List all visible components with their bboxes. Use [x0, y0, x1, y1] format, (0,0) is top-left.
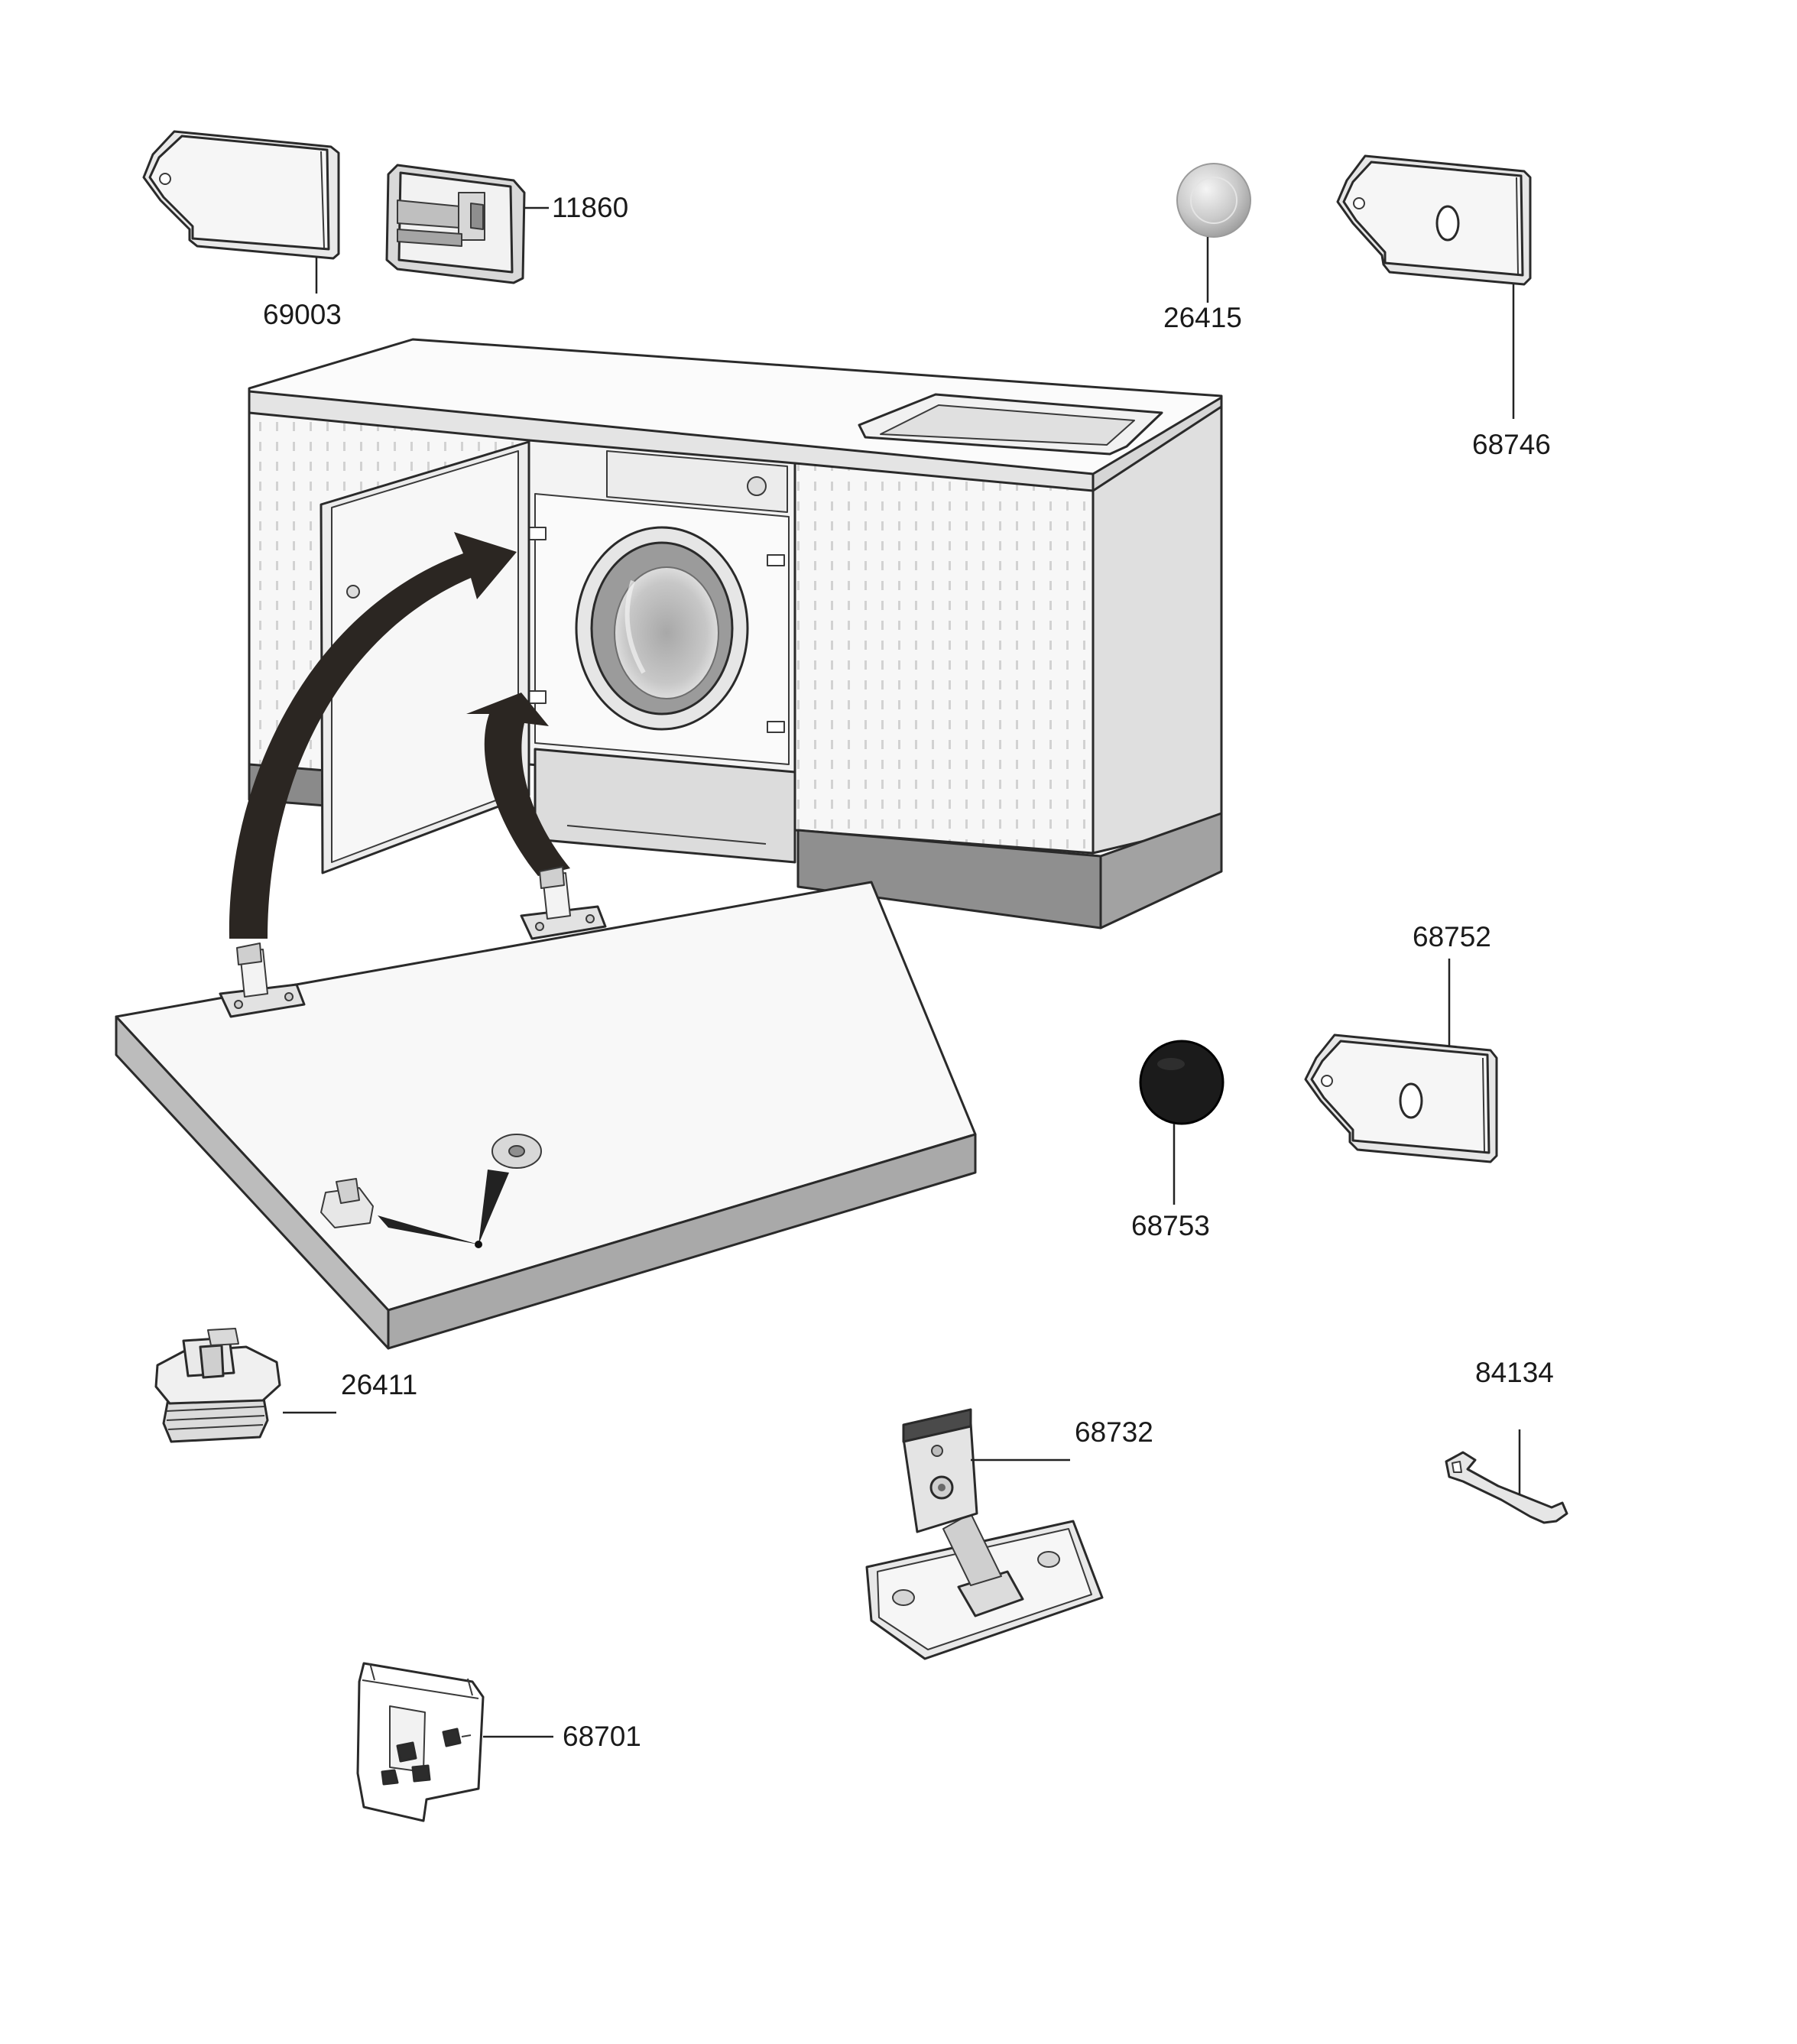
part-84134-wrench [1445, 1451, 1568, 1524]
label-68701: 68701 [563, 1721, 641, 1752]
part-26415-disc [1176, 163, 1251, 238]
label-26411: 26411 [341, 1369, 417, 1400]
label-11860: 11860 [552, 192, 628, 223]
label-26415: 26415 [1163, 302, 1242, 333]
label-68732: 68732 [1075, 1416, 1153, 1448]
door-panel [115, 866, 977, 1350]
part-68752-panel [1304, 1033, 1498, 1163]
part-68753-cap [1139, 1040, 1224, 1125]
part-68701-screw-bag [356, 1662, 485, 1822]
label-68753: 68753 [1131, 1210, 1210, 1241]
part-69003-panel [142, 130, 340, 260]
part-68732-hinge [865, 1408, 1104, 1660]
part-26411-plug [154, 1328, 281, 1443]
cabinet-with-washer [248, 338, 1223, 930]
part-68746-panel [1336, 154, 1532, 286]
curved-arrow-small [466, 693, 570, 876]
label-84134: 84134 [1475, 1357, 1554, 1388]
label-69003: 69003 [263, 299, 342, 330]
curved-arrow-large [229, 532, 517, 939]
part-11860-latch [385, 164, 526, 284]
label-68752: 68752 [1413, 921, 1491, 952]
label-68746: 68746 [1472, 429, 1551, 460]
